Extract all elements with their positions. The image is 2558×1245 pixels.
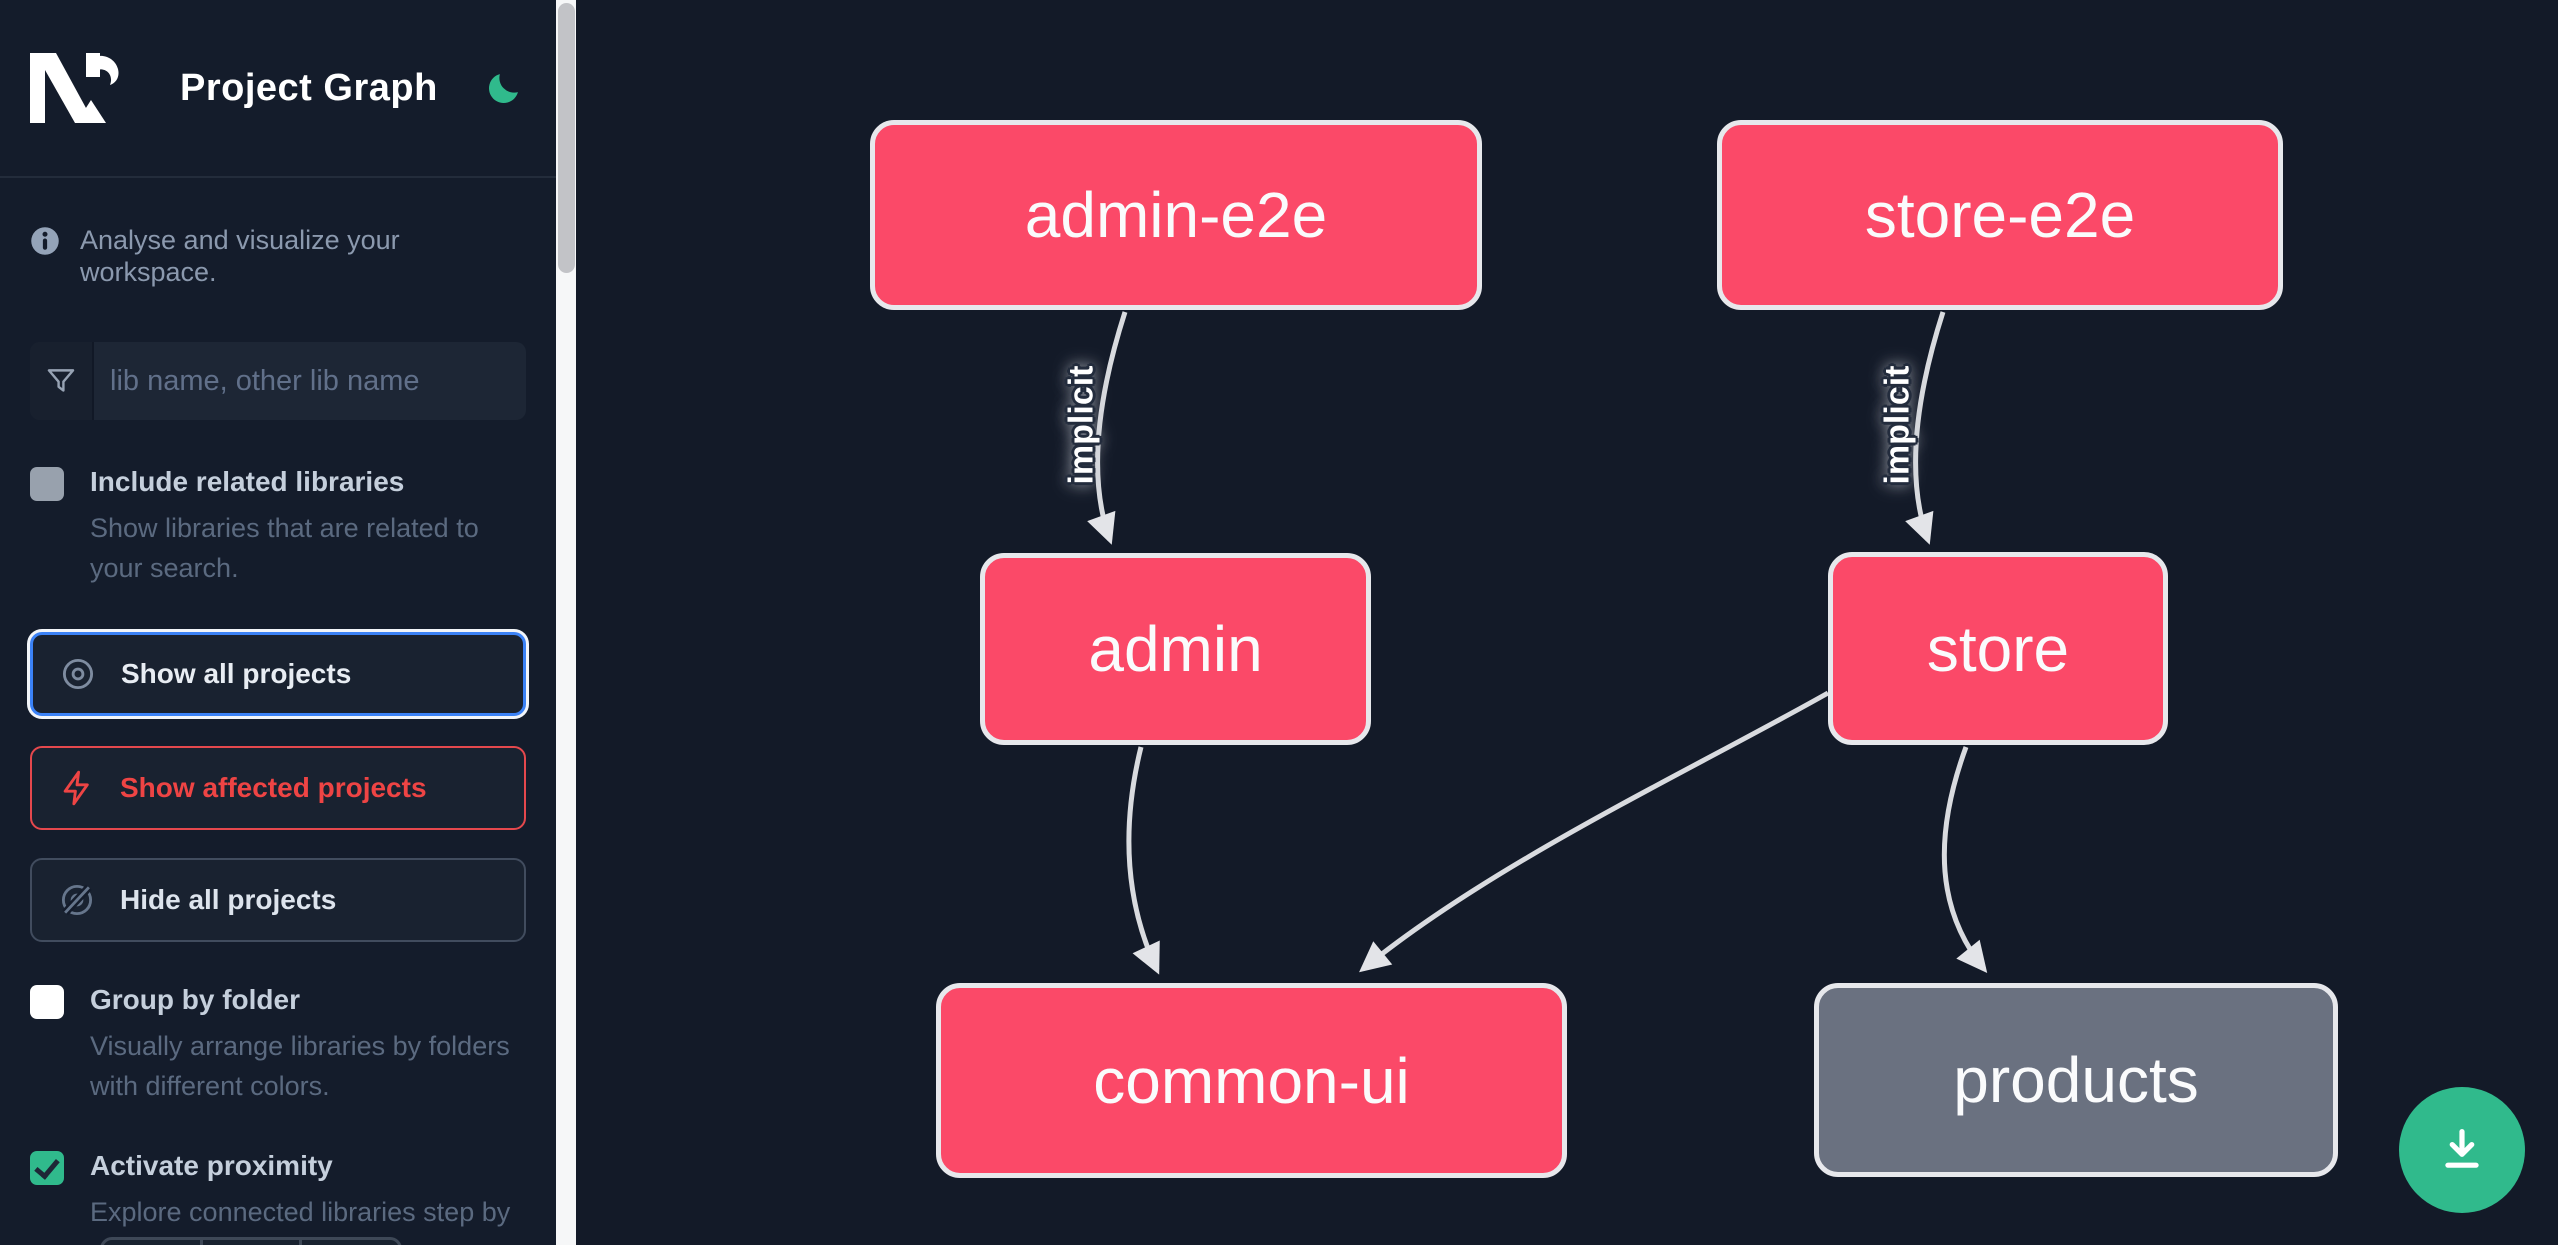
activate-proximity-checkbox[interactable]: [30, 1151, 64, 1185]
download-image-button[interactable]: [2399, 1087, 2525, 1213]
edge-store-common-ui: [1359, 690, 1830, 973]
page-title: Project Graph: [180, 66, 438, 109]
group-by-folder-label: Group by folder: [90, 984, 300, 1015]
download-icon: [2445, 1128, 2479, 1168]
sidebar-header: Project Graph: [0, 0, 556, 178]
edge-label-implicit-store: implicit: [1878, 365, 1917, 485]
group-by-folder-description: Visually arrange libraries by folders wi…: [90, 1031, 510, 1101]
group-by-folder-text: Group by folder Visually arrange librari…: [90, 982, 526, 1106]
edge-store-products: [1941, 746, 1988, 973]
graph-node-admin[interactable]: admin: [980, 553, 1371, 745]
show-affected-projects-button[interactable]: Show affected projects: [30, 746, 526, 830]
option-group-by-folder: Group by folder Visually arrange librari…: [30, 982, 526, 1106]
edge-label-implicit-admin: implicit: [1062, 365, 1101, 485]
filter-icon-cell: [30, 342, 94, 420]
proximity-increment-segment[interactable]: [299, 1240, 399, 1245]
edge-store-e2e-store: [1905, 311, 1946, 545]
sidebar-scrollbar-thumb[interactable]: [557, 3, 575, 273]
activate-proximity-text: Activate proximity Explore connected lib…: [90, 1148, 526, 1245]
edge-admin-e2e-admin: [1087, 311, 1128, 545]
hide-all-projects-button[interactable]: Hide all projects: [30, 858, 526, 942]
proximity-depth-control[interactable]: [100, 1237, 402, 1245]
proximity-decrement-segment[interactable]: [103, 1240, 200, 1245]
sidebar-scrollbar: [556, 0, 576, 1245]
eye-off-icon: [61, 884, 93, 916]
option-include-related: Include related libraries Show libraries…: [30, 464, 526, 588]
graph-node-products[interactable]: products: [1814, 983, 2338, 1177]
activate-proximity-label: Activate proximity: [90, 1150, 333, 1181]
hide-all-projects-label: Hide all projects: [120, 884, 337, 915]
include-related-label: Include related libraries: [90, 466, 405, 497]
include-related-checkbox[interactable]: [30, 467, 64, 501]
funnel-icon: [47, 369, 75, 392]
search-input[interactable]: [94, 342, 526, 420]
proximity-value-segment[interactable]: [199, 1240, 300, 1245]
moon-icon: [488, 74, 518, 104]
eye-icon: [62, 658, 94, 690]
info-icon: [31, 227, 59, 255]
show-affected-projects-label: Show affected projects: [120, 772, 427, 803]
include-related-text: Include related libraries Show libraries…: [90, 464, 526, 588]
project-filter: [30, 342, 526, 420]
graph-node-store-e2e[interactable]: store-e2e: [1717, 120, 2283, 310]
graph-node-store[interactable]: store: [1828, 552, 2168, 745]
show-all-projects-button[interactable]: Show all projects: [30, 632, 526, 716]
bolt-icon: [63, 770, 89, 806]
show-all-projects-label: Show all projects: [121, 658, 352, 689]
graph-node-admin-e2e[interactable]: admin-e2e: [870, 120, 1482, 310]
sidebar: Project Graph Analyse and visualize your…: [0, 0, 556, 1245]
graph-node-common-ui[interactable]: common-ui: [936, 983, 1567, 1178]
option-activate-proximity: Activate proximity Explore connected lib…: [30, 1148, 526, 1245]
theme-toggle-button[interactable]: [482, 66, 526, 110]
edge-admin-common-ui: [1126, 746, 1160, 975]
group-by-folder-checkbox[interactable]: [30, 985, 64, 1019]
include-related-description: Show libraries that are related to your …: [90, 513, 479, 583]
intro-text: Analyse and visualize your workspace.: [80, 225, 400, 287]
nx-logo-icon: [30, 53, 119, 123]
workspace-intro: Analyse and visualize your workspace.: [30, 224, 526, 288]
